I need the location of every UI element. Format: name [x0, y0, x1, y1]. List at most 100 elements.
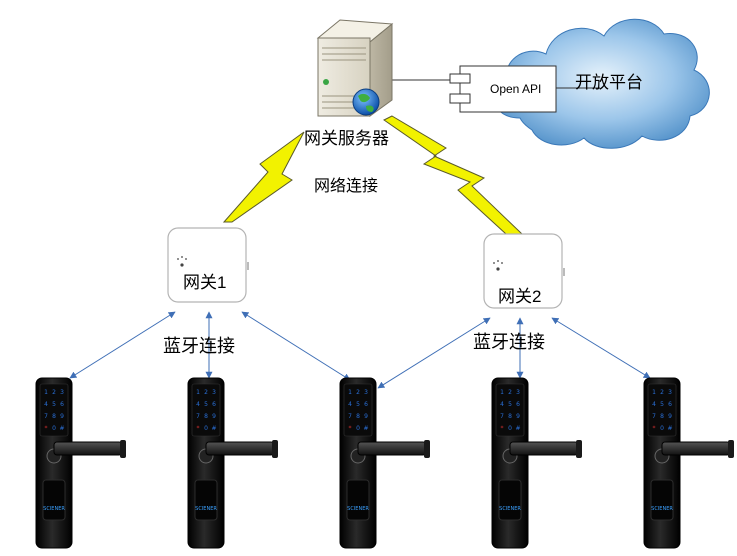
brand-label: SCIENER	[43, 506, 65, 512]
keypad-key: 5	[660, 401, 664, 408]
gateway-1	[167, 227, 249, 303]
bt-link-g1-lock3	[241, 311, 351, 381]
lock-handle	[357, 441, 427, 456]
globe-icon	[352, 88, 380, 116]
bt-link-g2-lock3	[377, 317, 491, 389]
keypad-panel	[191, 383, 221, 437]
keypad-key: 0	[356, 425, 360, 432]
gateway-server	[316, 19, 394, 117]
network-label: 网络连接	[314, 178, 379, 195]
keypad-key: 9	[60, 413, 64, 420]
keypad-key: 4	[348, 401, 352, 408]
bluetooth-label-left: 蓝牙连接	[163, 336, 235, 356]
gateway-1-label: 网关1	[183, 273, 227, 292]
gateway-2-label: 网关2	[498, 287, 542, 306]
card-reader	[42, 479, 66, 521]
keypad-key: 3	[364, 389, 368, 396]
keypad-key: 6	[212, 401, 216, 408]
card-reader	[346, 479, 370, 521]
keypad-key: 4	[196, 401, 200, 408]
keypad-key: 7	[348, 413, 352, 420]
keypad-key: 9	[364, 413, 368, 420]
lock-handle	[205, 441, 275, 456]
keypad-key: 8	[508, 413, 512, 420]
keypad-key: 0	[508, 425, 512, 432]
keypad-key: *	[197, 425, 200, 432]
keypad-key: 9	[516, 413, 520, 420]
keypad-key: 9	[668, 413, 672, 420]
signal-icon	[493, 260, 503, 271]
bt-link-g2-lock5	[551, 317, 651, 379]
keypad-key: *	[349, 425, 352, 432]
lock-handle	[53, 441, 123, 456]
keypad-key: 7	[652, 413, 656, 420]
handle-end	[424, 440, 430, 458]
keypad-key: 2	[204, 389, 208, 396]
keypad-key: *	[45, 425, 48, 432]
keypad-key: 8	[204, 413, 208, 420]
cloud-platform	[494, 18, 710, 149]
keypad-panel	[343, 383, 373, 437]
keypad-key: *	[653, 425, 656, 432]
keypad-key: 7	[44, 413, 48, 420]
keypad-key: #	[667, 425, 672, 432]
keypad-key: 0	[52, 425, 56, 432]
keypad-key: 8	[660, 413, 664, 420]
signal-icon	[177, 256, 187, 267]
keypad-key: 2	[356, 389, 360, 396]
keypad-key: 1	[348, 389, 352, 396]
keypad-key: 6	[364, 401, 368, 408]
bt-link-g1-lock1	[69, 311, 176, 379]
keypad-key: 1	[652, 389, 656, 396]
brand-label: SCIENER	[651, 506, 673, 512]
keypad-key: 6	[60, 401, 64, 408]
cloud-icon	[494, 18, 710, 149]
handle-end	[120, 440, 126, 458]
keypad-panel	[647, 383, 677, 437]
open-api-component	[449, 65, 557, 113]
keypad-key: 0	[204, 425, 208, 432]
brand-label: SCIENER	[195, 506, 217, 512]
keypad-key: 1	[196, 389, 200, 396]
lock-handle	[509, 441, 579, 456]
bluetooth-label-right: 蓝牙连接	[473, 332, 545, 352]
lightning-left	[222, 131, 305, 223]
gateway-2	[483, 233, 565, 309]
bluetooth-links	[69, 311, 651, 389]
keypad-key: 3	[60, 389, 64, 396]
keypad-key: 9	[212, 413, 216, 420]
keypad-key: 2	[660, 389, 664, 396]
keypad-panel	[39, 383, 69, 437]
handle-end	[576, 440, 582, 458]
keypad-key: 3	[212, 389, 216, 396]
handle-end	[272, 440, 278, 458]
brand-label: SCIENER	[499, 506, 521, 512]
keypad-key: 8	[356, 413, 360, 420]
keypad-key: 1	[500, 389, 504, 396]
keypad-key: 8	[52, 413, 56, 420]
keypad-key: 2	[508, 389, 512, 396]
keypad-key: 4	[44, 401, 48, 408]
lock-handle	[661, 441, 731, 456]
cloud-label: 开放平台	[575, 73, 643, 92]
keypad-key: 4	[500, 401, 504, 408]
keypad-key: 5	[204, 401, 208, 408]
power-icon	[323, 79, 329, 85]
keypad-key: *	[501, 425, 504, 432]
keypad-key: #	[515, 425, 520, 432]
keypad-key: #	[59, 425, 64, 432]
card-reader	[498, 479, 522, 521]
keypad-key: 4	[652, 401, 656, 408]
keypad-key: 7	[500, 413, 504, 420]
card-reader	[650, 479, 674, 521]
keypad-key: 6	[516, 401, 520, 408]
keypad-key: 5	[52, 401, 56, 408]
keypad-key: 6	[668, 401, 672, 408]
keypad-key: 3	[668, 389, 672, 396]
lightning-right	[383, 115, 524, 235]
